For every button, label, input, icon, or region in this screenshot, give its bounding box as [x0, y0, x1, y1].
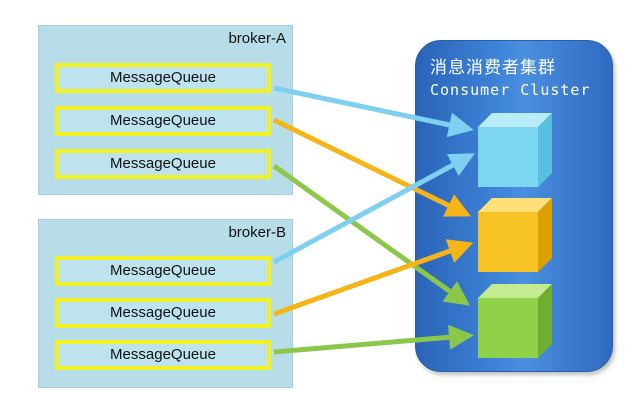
- cluster-title-cn: 消息消费者集群: [430, 58, 556, 78]
- broker-a-queue-3: MessageQueue: [55, 149, 271, 179]
- broker-b-queue-1: MessageQueue: [55, 256, 271, 286]
- arrow-b2-to-consumer-2: [273, 239, 474, 317]
- arrow-a1-to-consumer-1: [273, 85, 474, 138]
- arrow-a3-to-consumer-3: [272, 163, 471, 306]
- broker-b-panel: broker-B MessageQueue MessageQueue Messa…: [38, 219, 293, 388]
- broker-a-queue-1: MessageQueue: [55, 63, 271, 93]
- consumer-2-cube-icon: [478, 198, 552, 272]
- broker-a-label: broker-A: [228, 30, 286, 47]
- broker-b-queue-3: MessageQueue: [55, 340, 271, 370]
- broker-b-label: broker-B: [228, 224, 286, 241]
- broker-a-panel: broker-A MessageQueue MessageQueue Messa…: [38, 25, 293, 195]
- arrow-a2-to-consumer-2: [272, 117, 471, 217]
- broker-b-queue-2: MessageQueue: [55, 298, 271, 328]
- broker-a-queue-2: MessageQueue: [55, 106, 271, 136]
- cluster-title-en: Consumer Cluster: [430, 81, 591, 99]
- consumer-3-cube-icon: [478, 284, 552, 358]
- arrow-b3-to-consumer-3: [273, 324, 474, 355]
- arrow-b1-to-consumer-1: [272, 153, 475, 265]
- consumer-1-cube-icon: [478, 113, 552, 187]
